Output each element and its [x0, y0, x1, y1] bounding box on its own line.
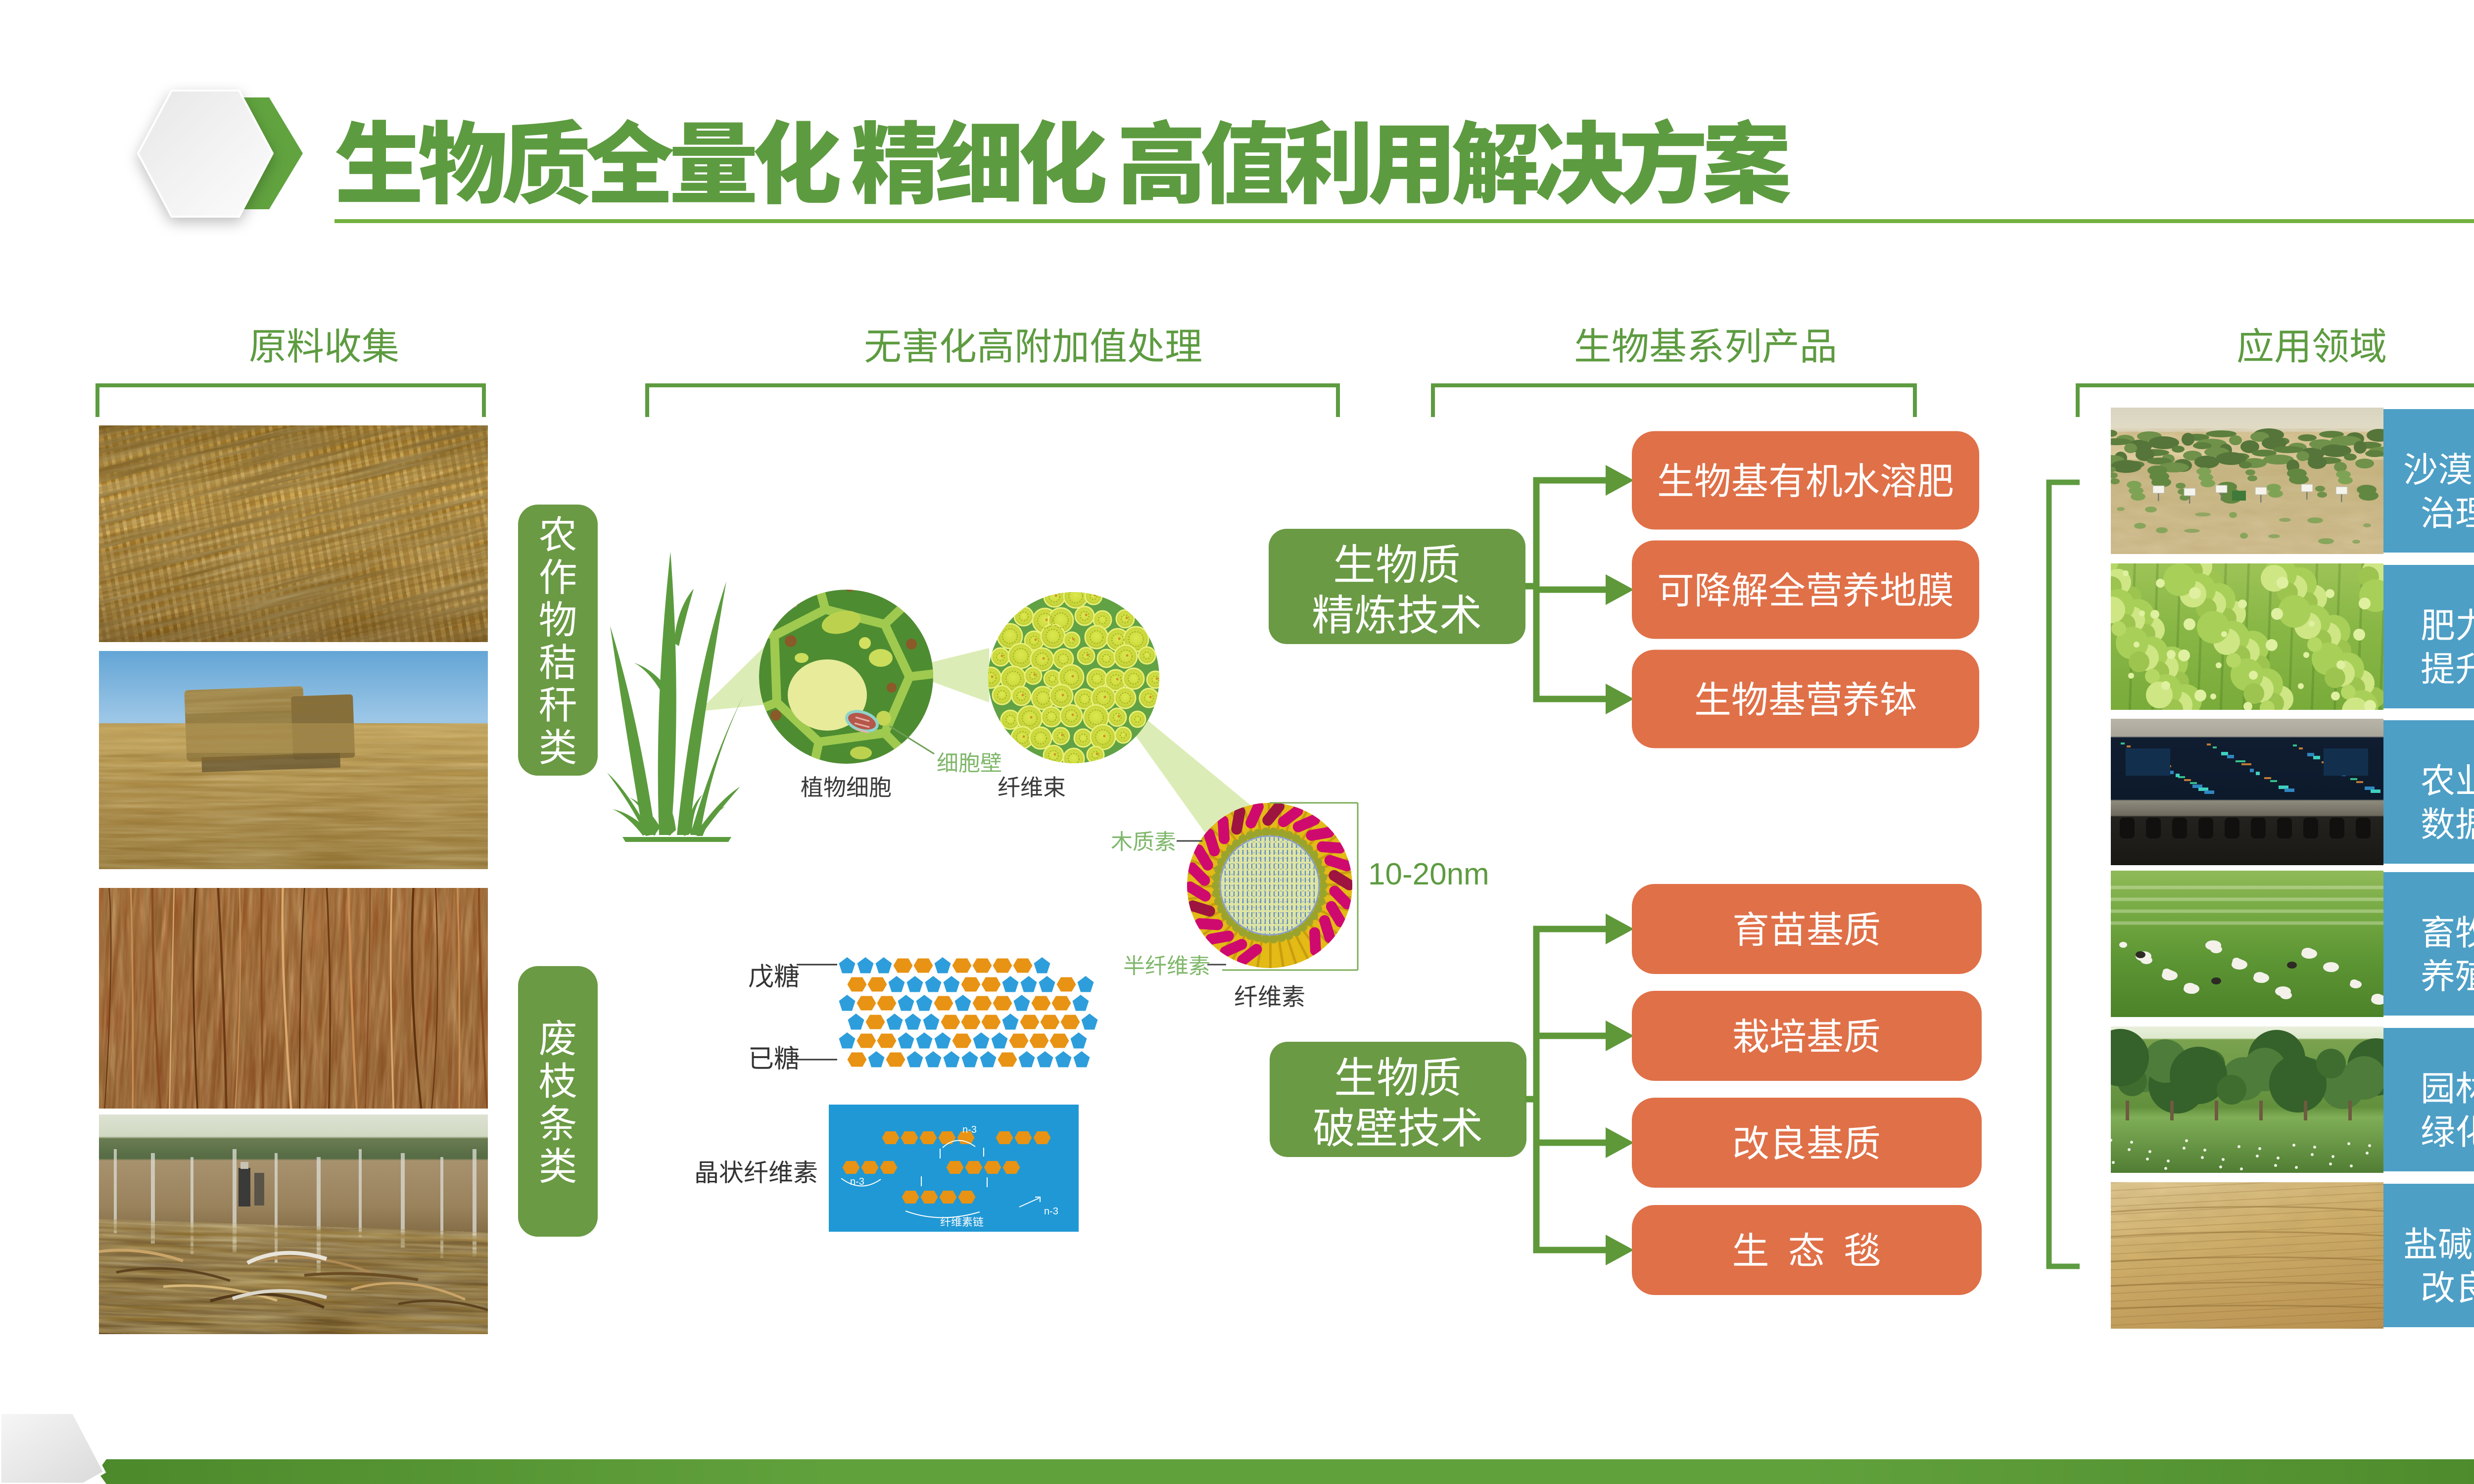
svg-text:n-3: n-3 — [962, 1124, 977, 1135]
svg-text:10-20nm: 10-20nm — [1368, 857, 1489, 891]
svg-text:n-3: n-3 — [1044, 1206, 1058, 1217]
svg-text:n-3: n-3 — [850, 1176, 864, 1187]
